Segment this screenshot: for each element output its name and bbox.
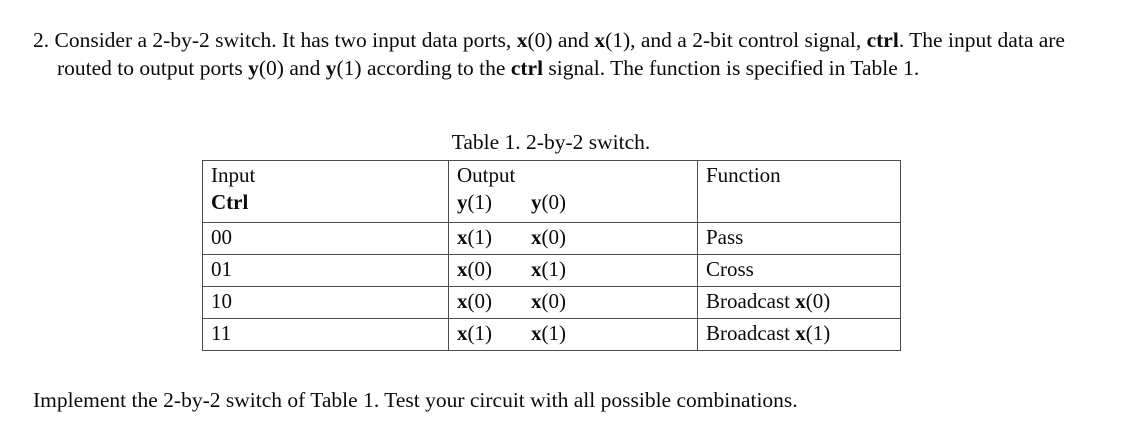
header-y0-name: y bbox=[531, 190, 542, 214]
out-lo-name: x bbox=[531, 257, 542, 281]
out-lo-index: (1) bbox=[541, 257, 567, 281]
cell-function: Broadcast x(1) bbox=[697, 318, 901, 351]
problem-text-d: . The input data are routed to output po… bbox=[57, 27, 1065, 81]
table-row: 10 x(0)x(0) Broadcast x(0) bbox=[202, 286, 901, 319]
out-lo-index: (1) bbox=[541, 321, 567, 345]
header-output-signals: y(1)y(0) bbox=[457, 189, 697, 216]
problem-text-e: and bbox=[283, 56, 326, 80]
out-lo-name: x bbox=[531, 321, 542, 345]
signal-y0: y bbox=[248, 56, 259, 80]
header-y0-index: (0) bbox=[541, 190, 567, 214]
out-hi-name: x bbox=[457, 289, 468, 313]
out-lo-name: x bbox=[531, 225, 542, 249]
cell-output: x(0)x(0) bbox=[448, 286, 698, 319]
switch-truth-table: Input Ctrl Output y(1)y(0) Function 00 x… bbox=[202, 160, 901, 351]
function-text: Pass bbox=[706, 225, 744, 249]
header-ctrl-label: Ctrl bbox=[211, 190, 249, 214]
cell-output: x(1)x(1) bbox=[448, 318, 698, 351]
signal-x1-index: (1) bbox=[605, 27, 631, 52]
signal-y0-index: (0) bbox=[258, 56, 284, 80]
table-header-row: Input Ctrl Output y(1)y(0) Function bbox=[202, 160, 901, 223]
problem-text-b: and bbox=[552, 27, 595, 52]
table-row: 00 x(1)x(0) Pass bbox=[202, 222, 901, 255]
cell-ctrl: 11 bbox=[202, 318, 449, 351]
out-hi-index: (1) bbox=[467, 225, 493, 249]
header-y1-index: (1) bbox=[467, 190, 493, 214]
function-var-name: x bbox=[795, 289, 806, 313]
problem-text-g: signal. The function is specified in Tab… bbox=[543, 56, 920, 80]
function-text: Broadcast bbox=[706, 289, 796, 313]
header-function-label: Function bbox=[706, 163, 781, 187]
out-hi-index: (0) bbox=[467, 257, 493, 281]
problem-statement: 2. Consider a 2-by-2 switch. It has two … bbox=[33, 26, 1077, 83]
function-text: Cross bbox=[706, 257, 754, 281]
out-hi-index: (1) bbox=[467, 321, 493, 345]
signal-ctrl-second: ctrl bbox=[510, 56, 544, 80]
header-cell-function: Function bbox=[697, 160, 901, 223]
problem-text-c: , and a 2-bit control signal, bbox=[630, 27, 867, 52]
function-text: Broadcast bbox=[706, 321, 796, 345]
closing-instruction: Implement the 2-by-2 switch of Table 1. … bbox=[33, 388, 798, 412]
cell-ctrl: 10 bbox=[202, 286, 449, 319]
signal-y1: y bbox=[325, 56, 337, 80]
out-hi-name: x bbox=[457, 321, 468, 345]
cell-function: Cross bbox=[697, 254, 901, 287]
signal-y1-index: (1) bbox=[336, 56, 362, 80]
table-row: 11 x(1)x(1) Broadcast x(1) bbox=[202, 318, 901, 351]
function-var-index: (1) bbox=[805, 321, 831, 345]
function-var-name: x bbox=[795, 321, 806, 345]
table-caption: Table 1. 2-by-2 switch. bbox=[451, 130, 651, 154]
cell-output: x(0)x(1) bbox=[448, 254, 698, 287]
cell-ctrl: 01 bbox=[202, 254, 449, 287]
problem-text-a: Consider a 2-by-2 switch. It has two inp… bbox=[49, 27, 517, 52]
cell-function: Broadcast x(0) bbox=[697, 286, 901, 319]
header-output-label: Output bbox=[457, 163, 516, 187]
signal-x0-index: (0) bbox=[527, 27, 553, 52]
table-row: 01 x(0)x(1) Cross bbox=[202, 254, 901, 287]
signal-x0: x bbox=[516, 27, 528, 52]
header-y1-name: y bbox=[457, 190, 468, 214]
cell-output: x(1)x(0) bbox=[448, 222, 698, 255]
problem-text-f: according to the bbox=[361, 56, 511, 80]
out-hi-index: (0) bbox=[467, 289, 493, 313]
out-hi-name: x bbox=[457, 225, 468, 249]
out-hi-name: x bbox=[457, 257, 468, 281]
header-input-label: Input bbox=[211, 163, 256, 187]
function-var-index: (0) bbox=[805, 289, 831, 313]
switch-truth-table-wrapper: Input Ctrl Output y(1)y(0) Function 00 x… bbox=[202, 160, 901, 351]
out-lo-index: (0) bbox=[541, 225, 567, 249]
header-cell-output: Output y(1)y(0) bbox=[448, 160, 698, 223]
cell-ctrl: 00 bbox=[202, 222, 449, 255]
problem-number: 2. bbox=[33, 27, 50, 52]
signal-ctrl-first: ctrl bbox=[866, 27, 899, 52]
out-lo-index: (0) bbox=[541, 289, 567, 313]
header-cell-input: Input Ctrl bbox=[202, 160, 449, 223]
out-lo-name: x bbox=[531, 289, 542, 313]
signal-x1: x bbox=[594, 27, 606, 52]
cell-function: Pass bbox=[697, 222, 901, 255]
